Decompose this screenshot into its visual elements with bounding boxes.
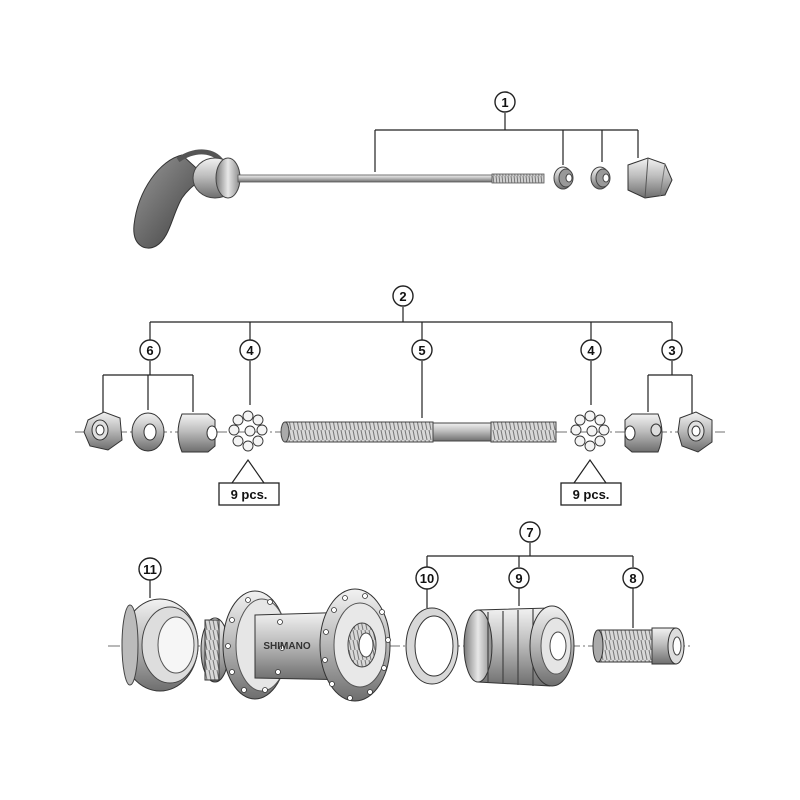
ball-bearings-left bbox=[228, 410, 268, 452]
spoke-holes-right bbox=[322, 593, 391, 701]
ball-bearings-right bbox=[570, 410, 610, 452]
cone-left bbox=[177, 413, 218, 453]
svg-text:11: 11 bbox=[143, 562, 157, 577]
axle-assembly: 2 6 4 5 4 3 bbox=[75, 285, 725, 506]
callout-3: 3 bbox=[661, 339, 683, 361]
callout-7: 7 bbox=[519, 521, 541, 543]
skewer-rod bbox=[237, 174, 501, 183]
lock-nut-right bbox=[677, 411, 713, 453]
skewer-thread bbox=[491, 173, 545, 184]
svg-text:3: 3 bbox=[668, 343, 675, 358]
svg-text:9: 9 bbox=[515, 571, 522, 586]
svg-text:9 pcs.: 9 pcs. bbox=[231, 487, 268, 502]
leader-lines-1 bbox=[374, 113, 639, 172]
callout-8: 8 bbox=[622, 567, 644, 589]
callout-4-right: 4 bbox=[580, 339, 602, 361]
callout-11: 11 bbox=[138, 557, 162, 581]
spacer-washer-left bbox=[131, 412, 165, 452]
cone-right bbox=[624, 413, 663, 453]
spoke-holes-left bbox=[225, 597, 285, 693]
leader-lines-7 bbox=[149, 543, 634, 628]
quantity-box-left: 9 pcs. bbox=[218, 482, 280, 506]
adjusting-nut bbox=[627, 157, 673, 199]
freehub-fixing-bolt bbox=[592, 627, 685, 665]
svg-text:1: 1 bbox=[501, 95, 508, 110]
spring-1 bbox=[553, 166, 574, 190]
callout-4-left: 4 bbox=[239, 339, 261, 361]
quick-release-lever bbox=[133, 154, 206, 249]
callout-10: 10 bbox=[415, 566, 439, 590]
freehub-washer bbox=[405, 607, 459, 685]
callout-1: 1 bbox=[494, 91, 516, 113]
callout-6: 6 bbox=[139, 339, 161, 361]
svg-text:4: 4 bbox=[246, 343, 254, 358]
svg-text:5: 5 bbox=[418, 343, 425, 358]
svg-text:8: 8 bbox=[629, 571, 636, 586]
hub-brand-label: SHIMANO bbox=[263, 641, 310, 652]
quantity-box-right: 9 pcs. bbox=[560, 482, 622, 506]
dust-cap bbox=[121, 598, 199, 692]
callout-9: 9 bbox=[508, 567, 530, 589]
hub-body-assembly: 7 10 9 8 11 bbox=[108, 521, 690, 702]
svg-text:10: 10 bbox=[420, 571, 434, 586]
hub-shell: SHIMANO bbox=[200, 588, 391, 702]
callout-2: 2 bbox=[392, 285, 414, 307]
quick-release-assembly: 1 bbox=[133, 91, 673, 249]
spring-2 bbox=[590, 166, 611, 190]
callout-5: 5 bbox=[411, 339, 433, 361]
svg-text:6: 6 bbox=[146, 343, 153, 358]
leader-lines-2 bbox=[102, 307, 693, 484]
svg-text:9 pcs.: 9 pcs. bbox=[573, 487, 610, 502]
hub-axle bbox=[280, 421, 557, 443]
svg-text:7: 7 bbox=[526, 525, 533, 540]
svg-text:4: 4 bbox=[587, 343, 595, 358]
svg-text:2: 2 bbox=[399, 289, 406, 304]
lock-nut-left bbox=[83, 411, 123, 451]
freehub-body bbox=[463, 605, 575, 687]
